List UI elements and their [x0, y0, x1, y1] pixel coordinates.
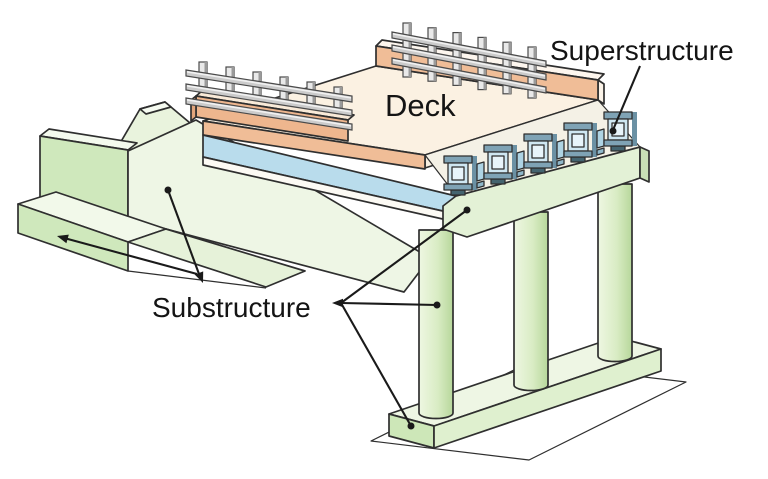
pier-footing-front	[433, 348, 662, 449]
girder-top-flange	[563, 122, 593, 131]
girder-stiffener	[571, 133, 585, 148]
leader-dot	[433, 301, 441, 309]
girder-diaphragm	[556, 139, 565, 160]
abutment-ground-line	[127, 270, 267, 289]
labels: Deck Superstructure Substructure	[152, 35, 734, 323]
girder-bottom-flange	[483, 172, 513, 180]
girder-tie	[556, 158, 565, 167]
girder	[603, 111, 637, 152]
girder-stiffener	[451, 166, 465, 181]
girder-diaphragm	[476, 161, 485, 182]
girder-tie	[596, 147, 605, 156]
girder-top-flange	[443, 155, 473, 164]
rail-tube-highlight	[393, 46, 545, 77]
girder-bearing	[570, 156, 586, 163]
rail-tube-highlight	[187, 85, 351, 113]
rail-tube-highlight	[187, 71, 351, 99]
leader-dot	[463, 206, 471, 214]
pier-cap-end	[639, 146, 650, 183]
pier-columns	[418, 183, 633, 420]
girder-tie	[516, 169, 525, 178]
pier-column	[597, 183, 633, 363]
girder	[563, 122, 605, 163]
deck-fascia	[202, 120, 426, 170]
rail-tube-highlight	[393, 33, 545, 64]
abutment-footing-front	[17, 203, 129, 272]
girder-bottom-flange	[603, 139, 633, 147]
leader-dot	[164, 186, 172, 194]
deck-far-curb-end	[597, 79, 605, 105]
substructure-leader-footing-left	[57, 234, 198, 276]
girder-top-flange	[523, 133, 553, 142]
superstructure-leader	[609, 65, 641, 135]
guardrail-near-rails	[185, 69, 353, 131]
superstructure-label: Superstructure	[550, 35, 734, 66]
girder	[483, 144, 525, 185]
girder-bearing	[450, 189, 466, 196]
girder-bottom-flange	[443, 183, 473, 191]
pier	[370, 146, 687, 461]
pier-column	[513, 211, 549, 392]
pier-column	[418, 229, 454, 420]
leader-dot	[407, 422, 415, 430]
arrowhead	[332, 298, 343, 308]
substructure-leader-abutment	[164, 186, 204, 283]
girder-stiffener	[531, 144, 545, 159]
substructure-label: Substructure	[152, 292, 311, 323]
rail-tube-highlight	[187, 99, 351, 127]
abutment-wing-wall-far-top	[139, 101, 172, 115]
deck-near-edge	[202, 120, 457, 223]
leader-dot	[609, 127, 617, 135]
girder	[443, 155, 485, 196]
girder-bearing	[530, 167, 546, 174]
abutment-footing-extension	[127, 228, 306, 288]
guardrail-far-rails	[391, 31, 547, 94]
girder-stiffener	[491, 155, 505, 170]
girder-bottom-flange	[523, 161, 553, 169]
girder-top-flange	[483, 144, 513, 153]
girder-diaphragm	[516, 150, 525, 171]
girder-bottom-flange	[563, 150, 593, 158]
leader-lines	[57, 65, 641, 430]
girder-tie	[476, 180, 485, 189]
arrowhead	[57, 234, 69, 244]
deck-label: Deck	[385, 88, 456, 123]
girder-bearing	[610, 145, 626, 152]
substructure-leader-pier	[332, 206, 471, 430]
girder-diaphragm	[596, 128, 605, 149]
rail-tube-highlight	[393, 59, 545, 90]
girder-bearing	[490, 178, 506, 185]
